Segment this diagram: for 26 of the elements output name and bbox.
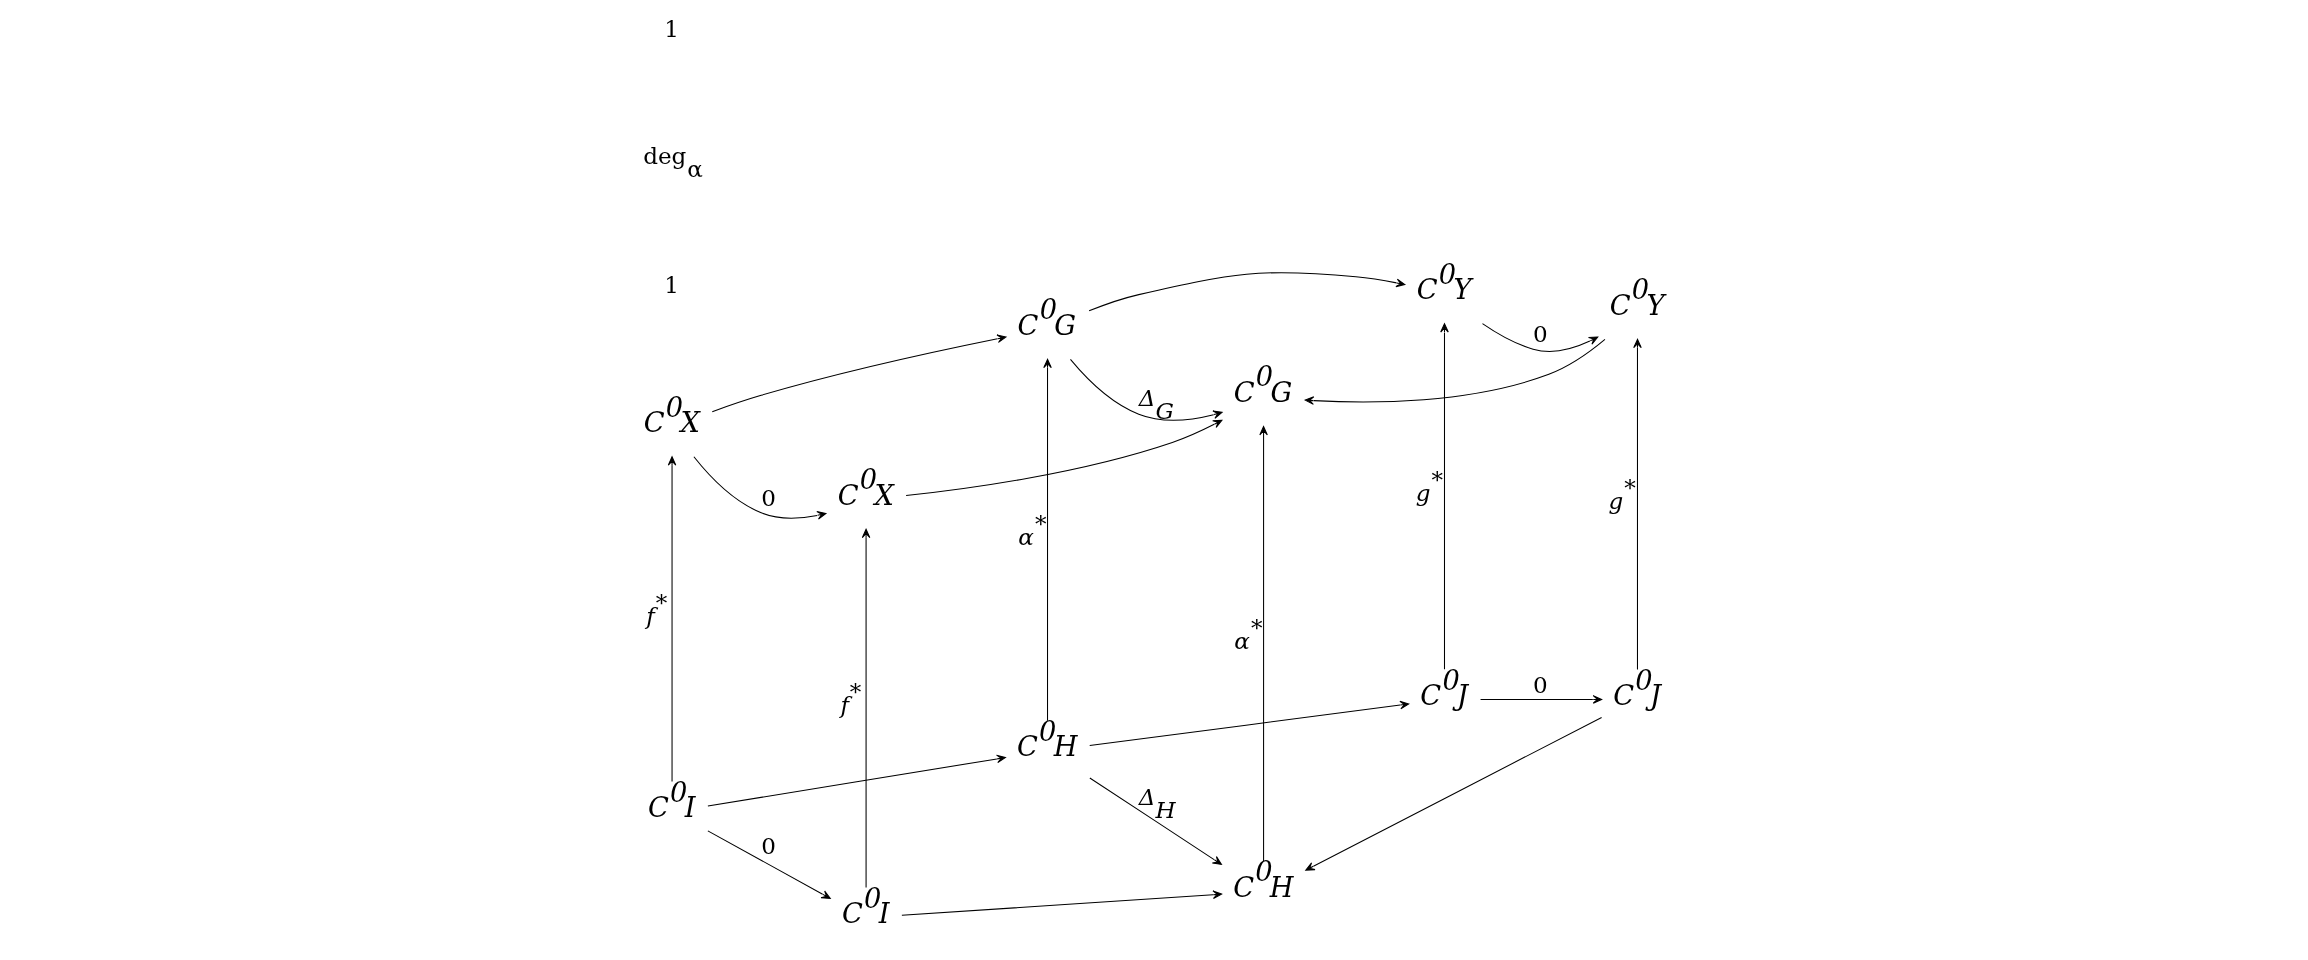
- label: 1: [663, 272, 679, 299]
- arrow: [1069, 358, 1223, 421]
- arrow: [1304, 338, 1605, 405]
- arrow: [692, 456, 826, 520]
- arrow: [1088, 272, 1405, 312]
- arrow: [1632, 338, 1642, 671]
- arrow: [706, 754, 1006, 807]
- arrow: [667, 456, 676, 782]
- label: 1: [663, 16, 679, 43]
- arrow: [905, 419, 1222, 497]
- arrow: [1258, 425, 1268, 862]
- edge-label: 0: [1532, 671, 1548, 698]
- arrow: [1481, 323, 1598, 352]
- arrow: [1439, 323, 1449, 670]
- edge-label: 0: [760, 485, 776, 512]
- arrow: [711, 334, 1006, 413]
- arrow: [1479, 695, 1602, 704]
- arrow: [900, 890, 1222, 916]
- arrow: [1042, 358, 1052, 722]
- arrow: [1304, 716, 1602, 871]
- arrow: [1088, 777, 1222, 865]
- arrow: [706, 830, 831, 899]
- arrow: [861, 528, 870, 889]
- edge-label: 0: [760, 833, 776, 860]
- edge-label: 0: [1532, 321, 1548, 348]
- arrow: [1088, 700, 1409, 746]
